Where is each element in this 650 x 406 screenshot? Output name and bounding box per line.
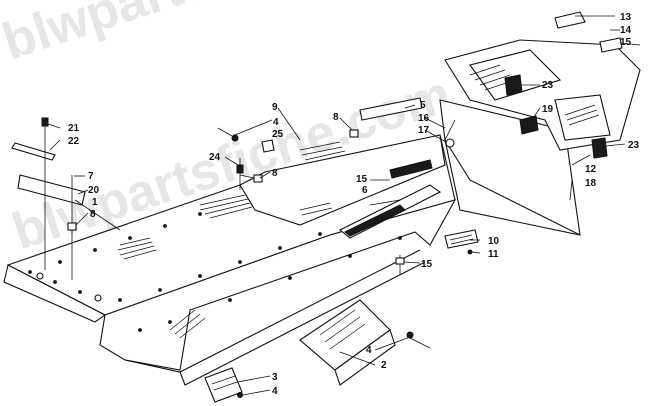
callout-3: 3 xyxy=(272,372,278,383)
callout-2: 2 xyxy=(381,360,387,371)
callout-4-bracket: 4 xyxy=(366,345,372,356)
part-5-strip xyxy=(359,97,423,121)
callout-4-top: 4 xyxy=(273,117,279,128)
callout-4-bottom: 4 xyxy=(272,386,278,397)
callout-5: 5 xyxy=(420,100,426,111)
callout-20: 20 xyxy=(88,185,100,196)
callout-23-right: 23 xyxy=(628,140,640,151)
part-2-bracket-assembly xyxy=(299,299,431,386)
part-19-block xyxy=(519,115,539,135)
part-13-decal xyxy=(554,11,586,29)
callout-8-mid: 8 xyxy=(272,168,278,179)
part-6-bracket xyxy=(389,159,433,179)
tunnel-rear-section xyxy=(239,134,446,226)
tunnel-assembly xyxy=(3,134,457,386)
part-8-clip-top xyxy=(349,129,359,138)
callout-15-lower: 15 xyxy=(421,259,433,270)
callout-16: 16 xyxy=(418,113,430,124)
part-8-clip-mid xyxy=(253,174,263,183)
callout-21: 21 xyxy=(68,123,80,134)
callout-9: 9 xyxy=(272,102,278,113)
callout-11: 11 xyxy=(488,249,499,260)
part-11-screw xyxy=(467,249,473,255)
part-3-plate xyxy=(204,367,243,403)
part-10-plate xyxy=(444,229,479,249)
part-23-clamp-left xyxy=(504,74,523,96)
rear-bumper-assembly xyxy=(439,11,641,236)
part-18-bumper-plate xyxy=(439,99,581,236)
tunnel-rail-edge xyxy=(179,261,426,386)
part-22-strip xyxy=(11,142,56,161)
callout-23-left: 23 xyxy=(542,80,554,91)
callout-19: 19 xyxy=(542,104,554,115)
callout-14: 14 xyxy=(620,25,632,36)
part-21-rivet xyxy=(41,117,49,127)
part-8-clip-left xyxy=(67,222,77,231)
part-4-screw-bottom xyxy=(237,392,243,398)
tunnel-slot-shadow xyxy=(344,204,406,237)
callout-17: 17 xyxy=(418,125,430,136)
callout-10: 10 xyxy=(488,236,500,247)
callout-22: 22 xyxy=(68,136,80,147)
callout-8-left: 8 xyxy=(90,209,96,220)
part-2-bracket-side xyxy=(334,329,396,386)
callout-15-top: 15 xyxy=(620,37,632,48)
callout-18: 18 xyxy=(585,178,597,189)
callout-leaders xyxy=(47,15,641,396)
callout-1: 1 xyxy=(92,197,98,208)
part-14-decal xyxy=(599,37,623,53)
part-25-tab xyxy=(261,139,275,153)
part-2-bracket xyxy=(299,299,391,371)
callout-15-mid: 15 xyxy=(356,174,368,185)
bumper-fold xyxy=(444,139,581,236)
callout-6: 6 xyxy=(362,185,368,196)
vent-hatching xyxy=(117,141,346,339)
part-24-rivet xyxy=(236,164,244,174)
handle-grip-hatch xyxy=(469,64,600,126)
part-17-nut xyxy=(445,138,455,148)
tunnel-front-lip xyxy=(3,264,107,323)
tunnel-side-panel xyxy=(99,199,457,371)
callout-25: 25 xyxy=(272,129,284,140)
handle-inner-2 xyxy=(554,94,611,141)
callout-7: 7 xyxy=(88,171,94,182)
callout-13: 13 xyxy=(620,12,632,23)
part-23-clamp-right xyxy=(591,137,608,159)
part-4-screw-top xyxy=(231,134,239,142)
watermark-text: blwpartsfiche.com xyxy=(0,0,448,71)
rivet-row xyxy=(28,212,402,332)
part-15-bolt-lower xyxy=(395,257,405,265)
callout-24: 24 xyxy=(209,152,221,163)
callout-8-top: 8 xyxy=(333,112,339,123)
callout-12: 12 xyxy=(585,164,597,175)
